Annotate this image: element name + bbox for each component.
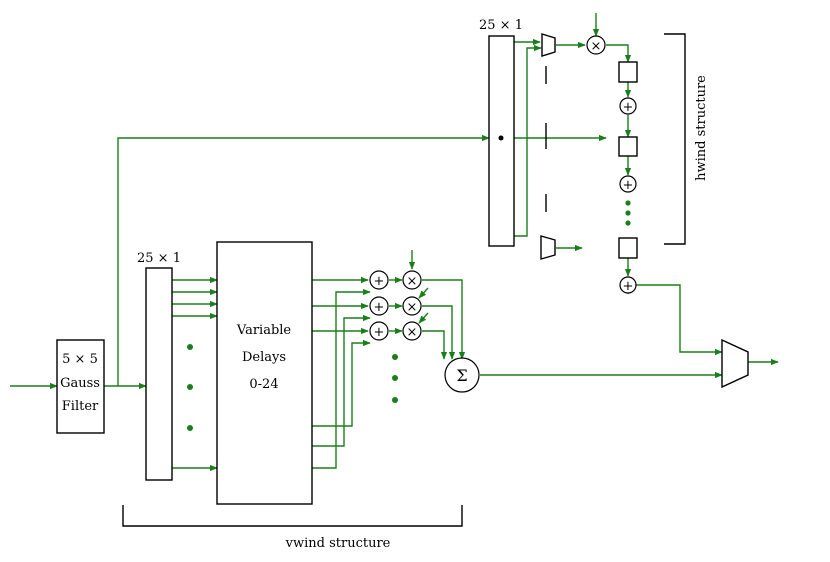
svg-text:+: + (374, 325, 385, 340)
hwind-register-label: 25 × 1 (479, 18, 523, 33)
hwind-delay-1 (618, 61, 638, 83)
vwind-multiplier-3 (402, 321, 422, 341)
hwind-chain: × + + + (586, 35, 638, 294)
gauss-filter-line-3: Filter (62, 399, 99, 414)
svg-text:+: + (374, 300, 385, 315)
vwind-adder-3 (369, 321, 389, 341)
output-mux (721, 338, 749, 389)
wires (10, 13, 779, 472)
hwind-bracket: hwind structure (664, 33, 709, 245)
variable-delays-line-3: 0-24 (249, 377, 278, 392)
vwind-adder-1 (369, 270, 389, 290)
variable-delays-block: Variable Delays 0-24 (216, 241, 313, 505)
svg-text:×: × (407, 325, 418, 340)
vwind-multiplier-1 (402, 270, 422, 290)
vwind-arithmetic: + + + × × × Σ (369, 270, 480, 393)
vwind-bracket: vwind structure (122, 505, 463, 551)
hwind-structure-label: hwind structure (694, 75, 709, 181)
sum-node (444, 357, 480, 393)
sum-symbol: Σ (456, 366, 467, 385)
variable-delays-line-1: Variable (236, 323, 292, 338)
hwind-multiplier (586, 35, 606, 55)
gauss-filter-block: 5 × 5 Gauss Filter (56, 339, 105, 434)
hwind-adder-1 (619, 97, 637, 115)
hwind-mux-top (541, 33, 556, 57)
hwind-delay-2 (618, 136, 638, 157)
svg-text:+: + (374, 274, 385, 289)
svg-text:+: + (623, 178, 634, 193)
vwind-multiplier-2 (402, 296, 422, 316)
vwind-register: 25 × 1 (137, 251, 181, 481)
vwind-register-label: 25 × 1 (137, 251, 181, 266)
svg-text:×: × (407, 274, 418, 289)
hwind-adder-3 (619, 276, 637, 294)
variable-delays-line-2: Delays (242, 350, 286, 365)
svg-text:×: × (591, 39, 602, 54)
vwind-structure-label: vwind structure (285, 536, 391, 551)
gauss-filter-line-1: 5 × 5 (62, 352, 98, 367)
ellipsis-dots (187, 344, 398, 431)
vwind-adder-2 (369, 296, 389, 316)
hwind-delay-3 (618, 237, 638, 259)
hwind-adder-2 (619, 175, 637, 193)
svg-text:+: + (623, 279, 634, 294)
hwind-junction-dot (498, 135, 504, 141)
hwind-mux-bottom (540, 235, 556, 260)
svg-text:×: × (407, 300, 418, 315)
hwind-register: 25 × 1 (479, 18, 523, 247)
svg-text:+: + (623, 100, 634, 115)
gauss-filter-line-2: Gauss (60, 376, 100, 391)
